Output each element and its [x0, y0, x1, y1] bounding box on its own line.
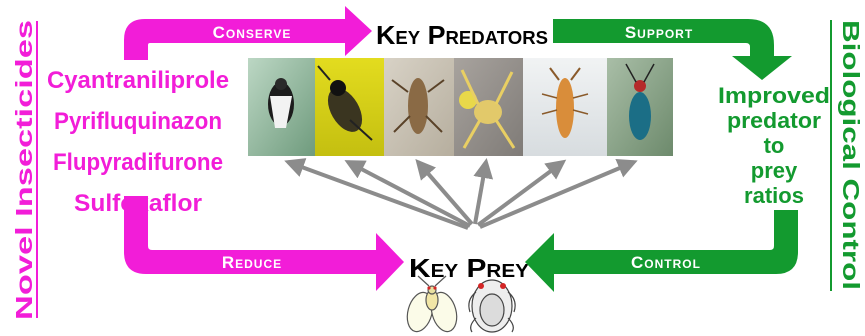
control-label: Control: [631, 253, 701, 272]
outcome-text: Improved predator to prey ratios: [718, 83, 830, 208]
support-label: Support: [625, 23, 693, 42]
insecticide-list: Cyantraniliprole Pyrifluquinazon Flupyra…: [47, 67, 229, 217]
outcome-line: ratios: [744, 183, 804, 208]
control-arrow: [525, 210, 798, 292]
key-prey-title: Key Prey: [409, 253, 529, 283]
minute-pirate-bug-photo: [248, 58, 315, 156]
crab-spider-photo: [454, 58, 523, 156]
ground-beetle-photo: [607, 58, 673, 156]
insecticide-item: Cyantraniliprole: [47, 67, 229, 94]
key-predators-title: Key Predators: [376, 20, 548, 50]
predation-arrows: [288, 162, 634, 228]
left-title: Novel Insecticides: [11, 20, 37, 320]
predator-photo-strip: [248, 58, 673, 156]
big-eyed-bug-photo: [315, 58, 384, 156]
outcome-line: predator: [727, 108, 821, 133]
outcome-line: to: [764, 133, 785, 158]
aphid-drawing: [469, 280, 515, 332]
conserve-label: Conserve: [213, 23, 292, 42]
outcome-line: Improved: [718, 83, 830, 108]
damsel-bug-photo: [384, 58, 454, 156]
outcome-line: prey: [751, 158, 798, 183]
whitefly-drawing: [403, 276, 461, 334]
insecticide-item: Flupyradifurone: [53, 149, 223, 176]
right-title: Biological Control: [838, 20, 864, 290]
lacewing-larva-photo: [523, 58, 607, 156]
insecticide-item: Pyrifluquinazon: [54, 108, 222, 135]
reduce-label: Reduce: [222, 253, 282, 272]
